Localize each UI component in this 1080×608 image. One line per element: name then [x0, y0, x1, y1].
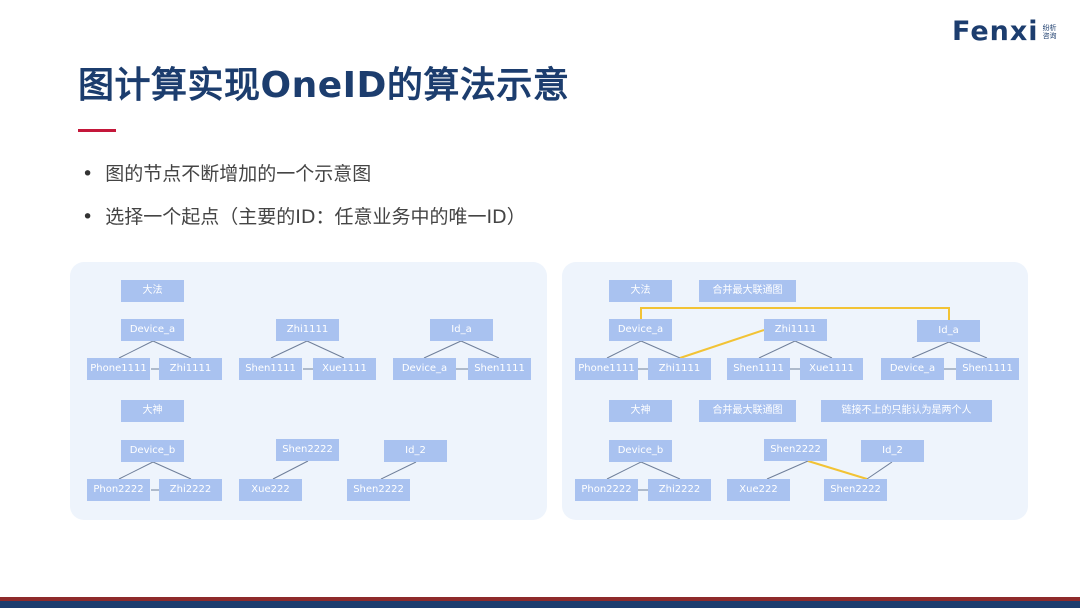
graph-node: Device_a	[881, 358, 944, 380]
merge-note: 合并最大联通图	[699, 400, 796, 422]
group-label-dafa: 大法	[121, 280, 184, 302]
graph-node: Phone1111	[575, 358, 638, 380]
graph-node: Id_2	[384, 440, 447, 462]
edge	[272, 460, 309, 480]
logo-text: Fenxi	[952, 16, 1039, 47]
edge	[606, 340, 681, 370]
slide-title: 图计算实现OneID的算法示意	[78, 65, 570, 106]
graph-node: Shen2222	[764, 439, 827, 461]
edge	[766, 460, 809, 480]
footer-bar-navy	[0, 601, 1080, 608]
graph-node: Shen1111	[239, 358, 302, 380]
graph-node: Zhi1111	[648, 358, 711, 380]
edge	[866, 461, 893, 480]
diagram-panel-before	[70, 262, 547, 520]
diagram-panel-after	[562, 262, 1028, 520]
graph-node: Zhi1111	[276, 319, 339, 341]
bullet-item: 图的节点不断增加的一个示意图	[82, 160, 526, 203]
graph-node: Id_a	[430, 319, 493, 341]
graph-node: Phone1111	[87, 358, 150, 380]
bullet-list: 图的节点不断增加的一个示意图 选择一个起点（主要的ID：任意业务中的唯一ID）	[82, 160, 526, 246]
graph-node: Id_a	[917, 320, 980, 342]
fenxi-logo: Fenxi 纷析咨询	[952, 16, 1061, 47]
graph-node: Phon2222	[87, 479, 150, 501]
graph-node: Xue222	[727, 479, 790, 501]
graph-node: Device_a	[121, 319, 184, 341]
group-label-dashen: 大神	[609, 400, 672, 422]
graph-node: Device_a	[393, 358, 456, 380]
graph-node: Zhi1111	[764, 319, 827, 341]
graph-node: Id_2	[861, 440, 924, 462]
merge-note: 合并最大联通图	[699, 280, 796, 302]
graph-node: Device_b	[609, 440, 672, 462]
graph-node: Xue1111	[313, 358, 376, 380]
graph-node: Phon2222	[575, 479, 638, 501]
graph-node: Zhi2222	[648, 479, 711, 501]
title-accent-line	[78, 129, 116, 132]
logo-subtext: 纷析咨询	[1042, 23, 1057, 40]
graph-node: Shen1111	[468, 358, 531, 380]
edge	[423, 340, 500, 370]
graph-node: Shen2222	[347, 479, 410, 501]
merge-edge	[679, 329, 765, 359]
group-label-dashen: 大神	[121, 400, 184, 422]
graph-node: Shen2222	[824, 479, 887, 501]
graph-node: Shen2222	[276, 439, 339, 461]
edge	[118, 340, 192, 370]
footer-bar-red	[0, 597, 1080, 601]
graph-node: Device_b	[121, 440, 184, 462]
graph-node: Zhi2222	[159, 479, 222, 501]
edge	[606, 461, 681, 491]
bullet-item: 选择一个起点（主要的ID：任意业务中的唯一ID）	[82, 203, 525, 246]
edge	[270, 340, 345, 370]
graph-node: Xue1111	[800, 358, 863, 380]
edge	[380, 461, 417, 480]
graph-node: Device_a	[609, 319, 672, 341]
edge	[758, 340, 833, 370]
group-label-dafa: 大法	[609, 280, 672, 302]
graph-node: Xue222	[239, 479, 302, 501]
edge	[118, 461, 192, 491]
merge-edge	[807, 460, 868, 480]
edge	[911, 341, 988, 370]
graph-node: Zhi1111	[159, 358, 222, 380]
graph-node: Shen1111	[727, 358, 790, 380]
graph-node: Shen1111	[956, 358, 1019, 380]
unlinked-note: 链接不上的只能认为是两个人	[821, 400, 992, 422]
merge-edge	[640, 307, 950, 320]
